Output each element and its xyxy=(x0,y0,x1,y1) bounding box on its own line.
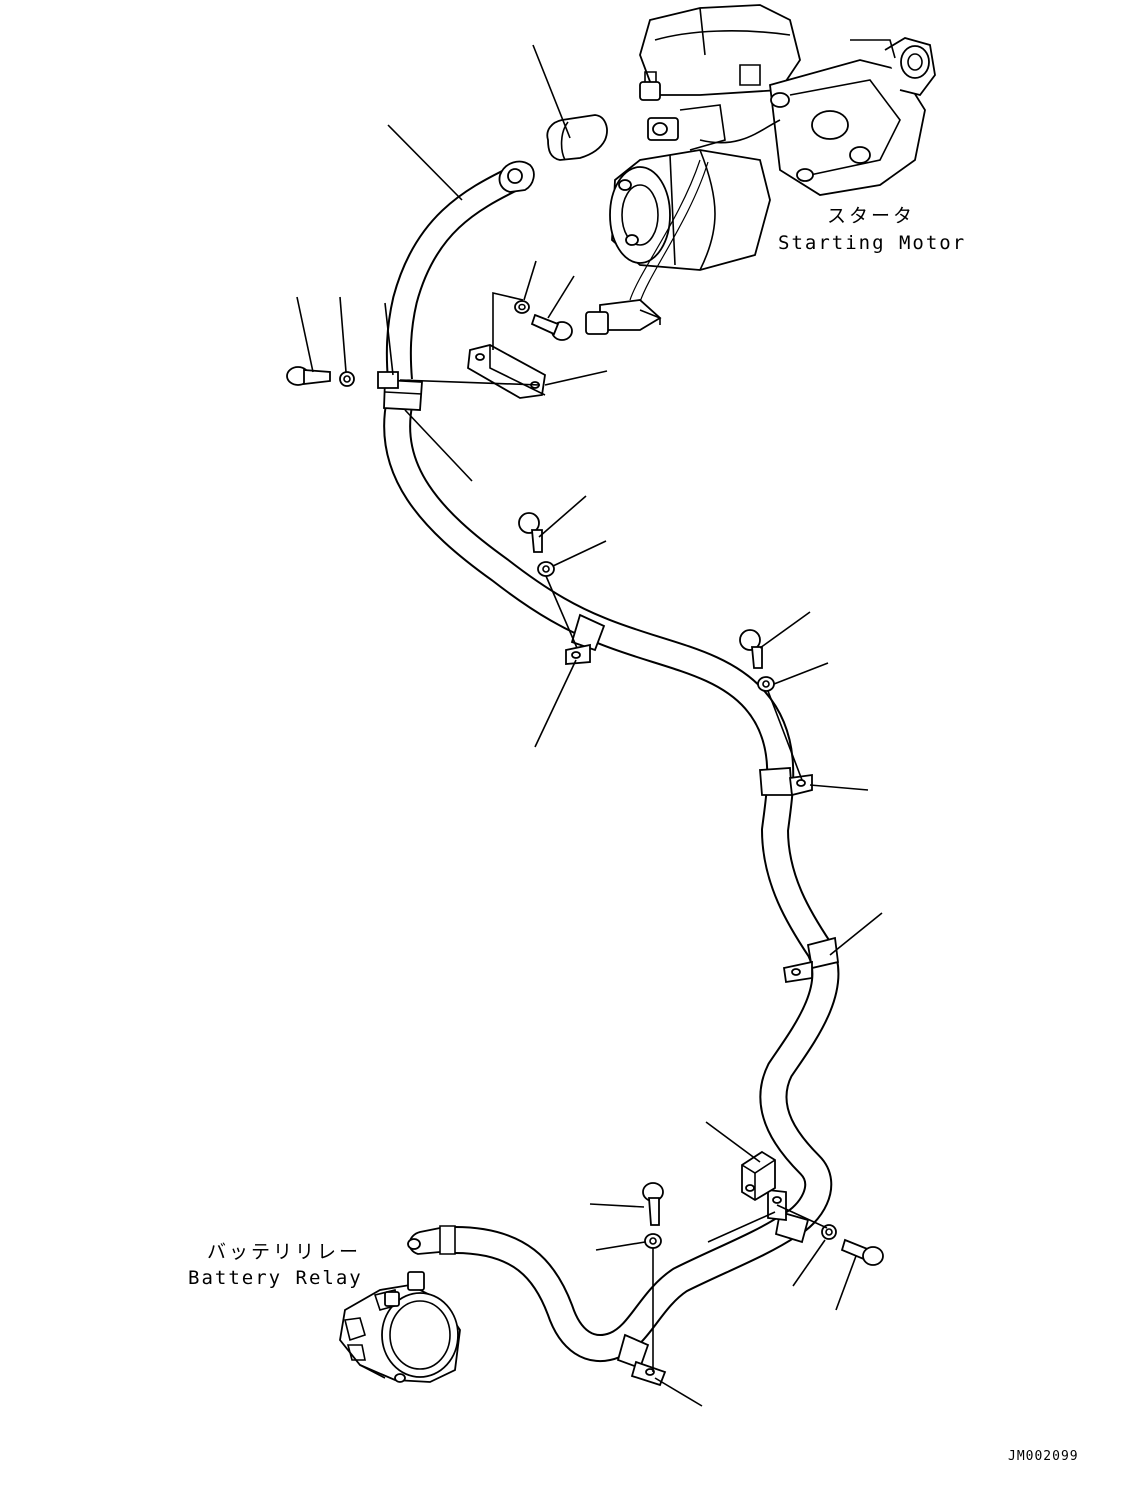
bolt-2 xyxy=(530,313,573,341)
starting-motor-jp-label: スタータ xyxy=(827,205,915,227)
bolt-3 xyxy=(518,512,543,553)
bolt-6 xyxy=(840,1238,884,1266)
starting-motor xyxy=(585,4,936,335)
bolt-5 xyxy=(642,1182,664,1226)
battery-relay xyxy=(339,1271,461,1383)
bolt-4 xyxy=(739,629,763,669)
washer-3 xyxy=(537,561,555,577)
clamp-4 xyxy=(782,936,839,984)
clamp-upper xyxy=(377,371,423,411)
battery-relay-jp-label: バッテリリレー xyxy=(207,1241,361,1263)
leader-lines xyxy=(296,44,883,1407)
battery-relay-en-label: Battery Relay xyxy=(188,1267,363,1289)
washer-6 xyxy=(821,1224,837,1240)
drawing-code: JM002099 xyxy=(1008,1449,1079,1464)
bolt-1 xyxy=(286,366,331,386)
clamp-6 xyxy=(616,1333,667,1387)
terminal-cover-cap xyxy=(546,114,608,161)
washer-2 xyxy=(514,300,530,314)
washer-4 xyxy=(757,676,775,692)
protector-sleeve xyxy=(741,1150,776,1202)
clamp-2 xyxy=(565,613,606,665)
bracket xyxy=(467,344,546,399)
clamp-3 xyxy=(759,767,813,797)
starting-motor-en-label: Starting Motor xyxy=(778,232,966,254)
washer-5 xyxy=(644,1233,662,1249)
washer-1 xyxy=(339,371,355,387)
